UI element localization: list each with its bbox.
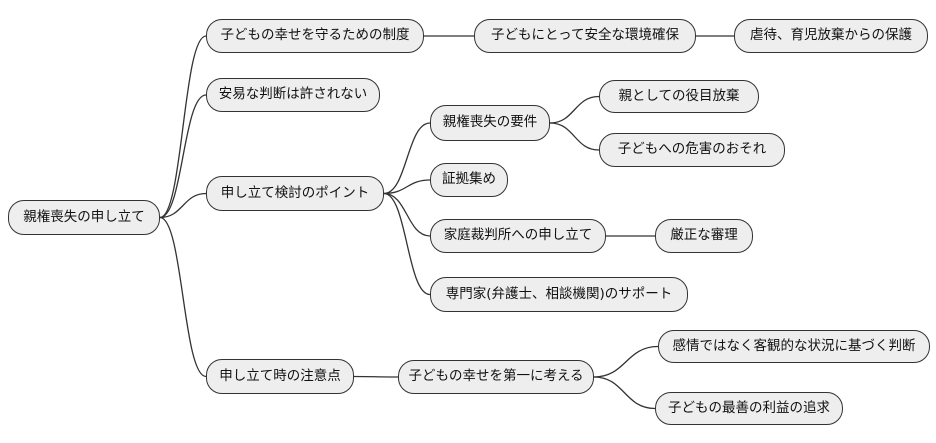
node-risk-of-harm-to-child: 子どもへの危害のおそれ <box>599 133 785 167</box>
connector-branch3-to-court <box>383 192 431 237</box>
node-expert-support: 専門家(弁護士、相談機関)のサポート <box>430 277 688 312</box>
connector-requirements-to-abandonment <box>549 95 600 124</box>
connector-branch3-to-evidence <box>383 179 431 195</box>
connector-root-to-branch4 <box>159 216 207 378</box>
connector-happiness-to-objective <box>593 345 659 378</box>
connector-requirements-to-harm <box>549 122 600 151</box>
connector-branch4-to-child <box>353 375 399 378</box>
node-strict-hearing: 厳正な審理 <box>655 219 753 253</box>
connector-happiness-to-interest <box>593 376 656 410</box>
node-child-happiness-first: 子どもの幸せを第一に考える <box>398 360 594 394</box>
connector-branch3-to-expert <box>383 192 431 296</box>
connector-root-to-branch1 <box>159 35 207 219</box>
connector-root-to-branch2 <box>159 94 207 219</box>
connector-root-to-branch3 <box>159 192 207 219</box>
node-evidence-gathering: 証拠集め <box>430 163 508 197</box>
node-best-interest-of-child: 子どもの最善の利益の追求 <box>655 392 843 425</box>
node-petition-to-family-court: 家庭裁判所への申し立て <box>430 219 606 253</box>
node-petition-consideration-points: 申し立て検討のポイント <box>206 176 384 211</box>
node-objective-judgment-not-emotion: 感情ではなく客観的な状況に基づく判断 <box>658 330 930 363</box>
node-system-to-protect-child-happiness: 子どもの幸せを守るための制度 <box>206 19 424 53</box>
connector-branch3-to-requirements <box>383 122 431 195</box>
node-abandonment-of-parental-role: 親としての役目放棄 <box>599 80 759 113</box>
node-protection-from-abuse-neglect: 虐待、育児放棄からの保護 <box>734 19 928 53</box>
node-parental-rights-loss-petition: 親権喪失の申し立て <box>8 200 160 235</box>
node-requirements-for-parental-rights-loss: 親権喪失の要件 <box>430 105 550 141</box>
node-no-easy-judgment: 安易な判断は許されない <box>206 78 380 112</box>
node-cautions-when-filing: 申し立て時の注意点 <box>206 359 354 394</box>
node-safe-environment-for-child: 子どもにとって安全な環境確保 <box>474 19 696 53</box>
